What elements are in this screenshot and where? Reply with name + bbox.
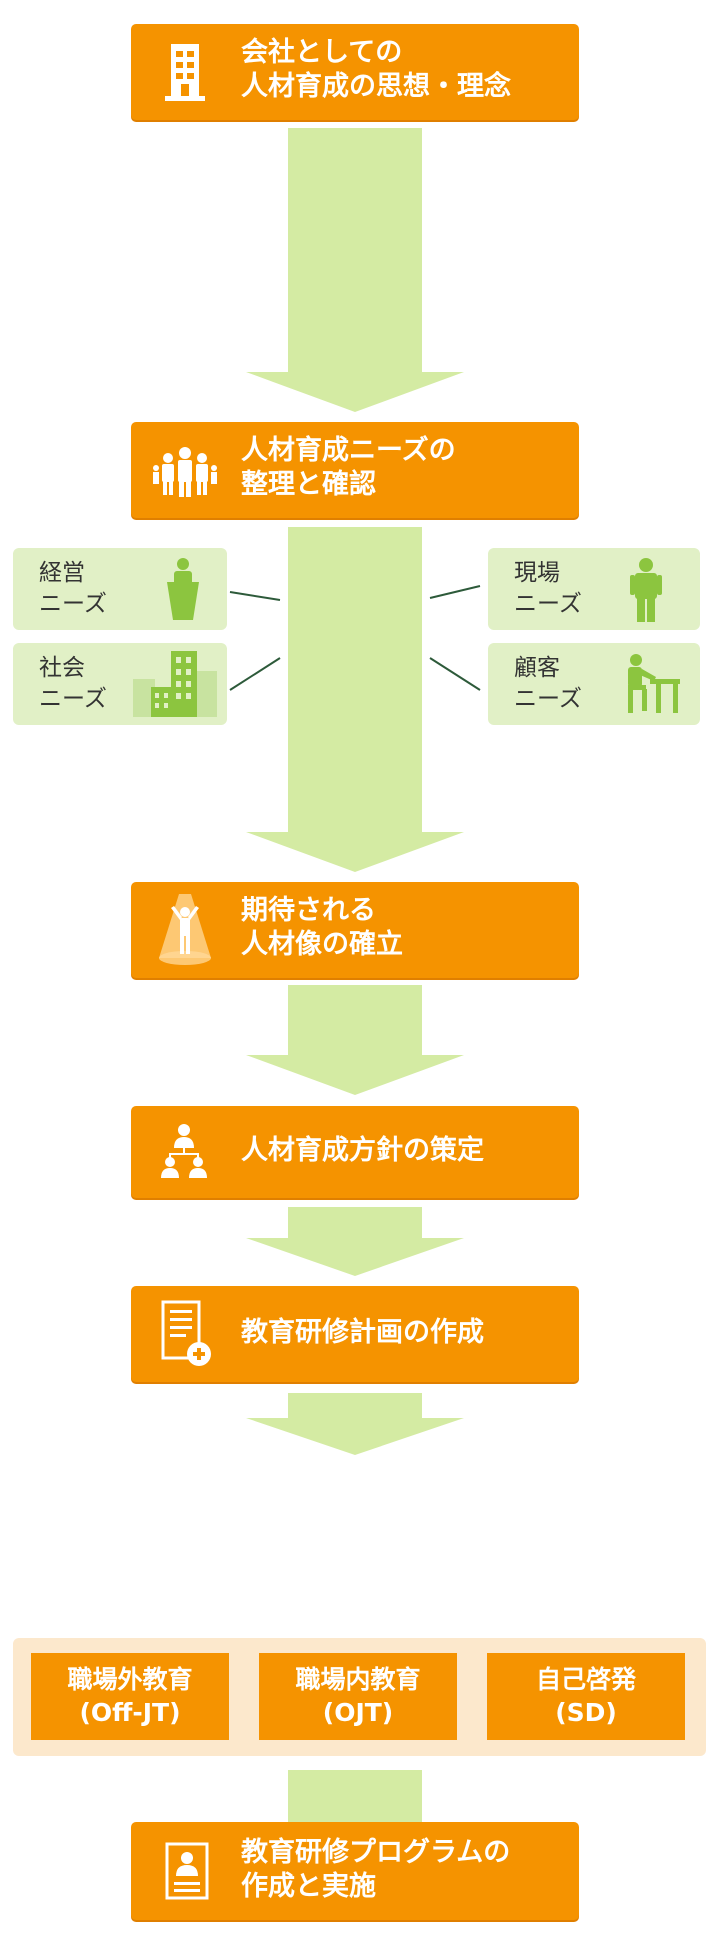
step-needs-review: 人材育成ニーズの 整理と確認 (131, 422, 579, 518)
step-program-line1: 教育研修プログラムの (241, 1837, 511, 1868)
need-field-line2: ニーズ (514, 591, 582, 617)
education-ojt: 職場内教育 (OJT) (259, 1653, 457, 1740)
need-management-line2: ニーズ (39, 591, 107, 617)
step-ideal-personnel-line1: 期待される (241, 895, 376, 926)
education-ojt-line2: (OJT) (322, 1698, 394, 1727)
flow-arrow-5 (246, 1393, 464, 1455)
building-icon (165, 44, 205, 101)
document-plus-icon (161, 1300, 211, 1366)
need-field: 現場 ニーズ (488, 548, 700, 630)
people-group-icon (153, 447, 217, 497)
step-program-line2: 作成と実施 (241, 1871, 376, 1902)
desk-person-icon (628, 654, 680, 713)
spotlight-person-icon (159, 894, 211, 965)
education-ojt-line1: 職場内教育 (295, 1665, 421, 1694)
need-field-line1: 現場 (514, 560, 560, 586)
step-philosophy: 会社としての 人材育成の思想・理念 (131, 24, 579, 120)
city-buildings-icon (133, 651, 217, 717)
connector-line-field (429, 585, 481, 599)
step-training-plan: 教育研修計画の作成 (131, 1286, 579, 1382)
need-society-line2: ニーズ (39, 686, 107, 712)
step-policy-line1: 人材育成方針の策定 (241, 1135, 484, 1166)
step-philosophy-line2: 人材育成の思想・理念 (241, 71, 511, 102)
education-off-jt: 職場外教育 (Off-JT) (31, 1653, 229, 1740)
connector-line-management (229, 591, 281, 601)
flow-arrow-3 (246, 985, 464, 1095)
education-off-jt-line2: (Off-JT) (79, 1698, 181, 1727)
education-off-jt-line1: 職場外教育 (67, 1665, 193, 1694)
step-program: 教育研修プログラムの 作成と実施 (131, 1822, 579, 1920)
connector-line-customer (429, 657, 481, 691)
flow-arrow-2 (246, 527, 464, 872)
need-society-line1: 社会 (39, 655, 85, 681)
need-customer-line2: ニーズ (514, 686, 582, 712)
step-philosophy-line1: 会社としての (241, 37, 403, 68)
step-needs-review-line2: 整理と確認 (241, 469, 376, 500)
need-society: 社会 ニーズ (13, 643, 227, 725)
podium-speaker-icon (167, 558, 199, 620)
need-management-line1: 経営 (39, 560, 85, 586)
step-policy: 人材育成方針の策定 (131, 1106, 579, 1198)
step-training-plan-line1: 教育研修計画の作成 (241, 1317, 484, 1348)
need-management: 経営 ニーズ (13, 548, 227, 630)
org-chart-icon (161, 1124, 207, 1178)
education-sd-line2: (SD) (555, 1698, 617, 1727)
step-ideal-personnel: 期待される 人材像の確立 (131, 882, 579, 978)
id-card-icon (165, 1842, 209, 1900)
flow-arrow-4 (246, 1207, 464, 1276)
worker-icon (630, 558, 662, 622)
step-ideal-personnel-line2: 人材像の確立 (241, 929, 403, 960)
need-customer-line1: 顧客 (514, 655, 560, 681)
need-customer: 顧客 ニーズ (488, 643, 700, 725)
education-sd-line1: 自己啓発 (535, 1665, 636, 1694)
education-sd: 自己啓発 (SD) (487, 1653, 685, 1740)
step-needs-review-line1: 人材育成ニーズの (241, 435, 456, 466)
connector-line-society (229, 657, 281, 691)
flow-arrow-1 (246, 128, 464, 412)
